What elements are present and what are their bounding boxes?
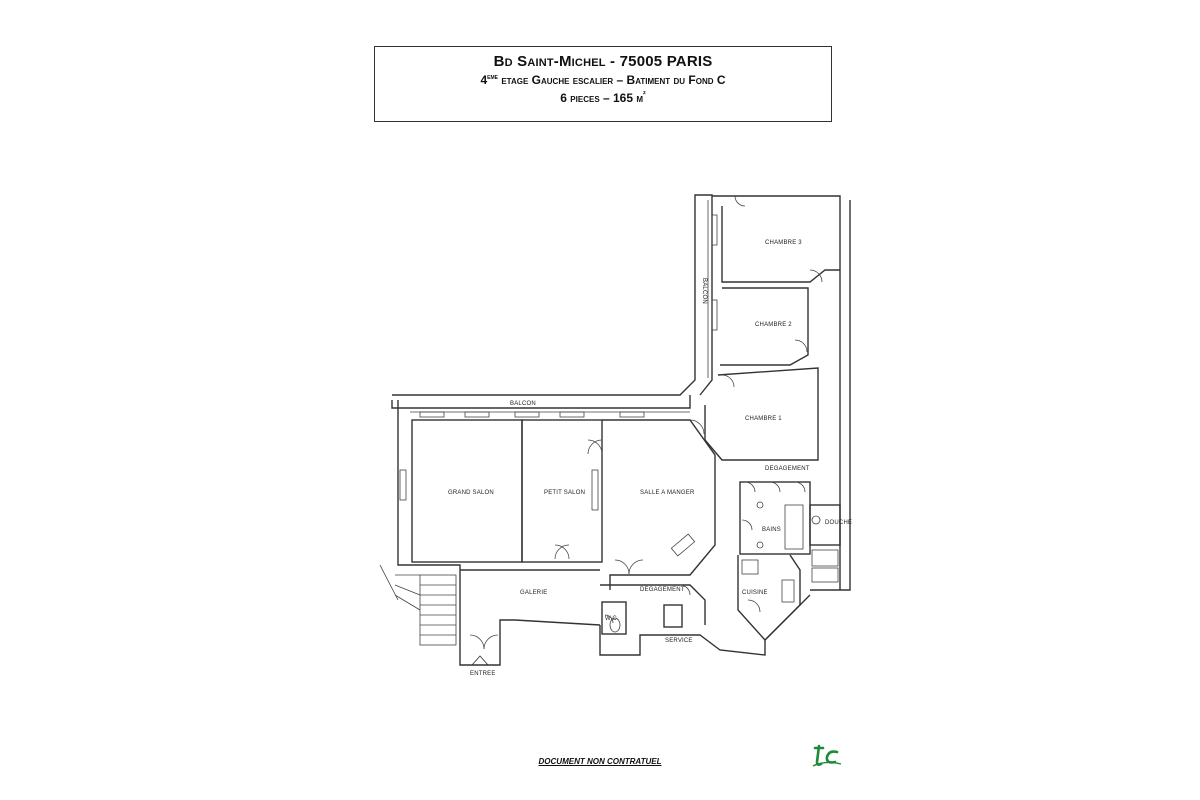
floor-description: etage Gauche escalier – Batiment du Fond… — [498, 73, 726, 87]
area-unit-sup: ² — [643, 90, 646, 99]
disclaimer-text: DOCUMENT NON CONTRATUEL — [538, 757, 662, 766]
label-chambre-3: CHAMBRE 3 — [765, 240, 802, 246]
label-entree: ENTREE — [470, 671, 496, 677]
rooms-area-line: 6 pieces – 165 m² — [375, 90, 831, 105]
address-title: Bd Saint-Michel - 75005 PARIS — [493, 53, 713, 70]
label-douche: DOUCHE — [825, 520, 852, 526]
floor-suffix: eme — [487, 74, 499, 81]
interior-walls — [379, 206, 841, 646]
balcony-windows — [399, 214, 718, 511]
label-petit-salon: PETIT SALON — [544, 490, 585, 496]
staircase — [379, 564, 457, 646]
floor-number: 4 — [480, 73, 488, 87]
label-bains: BAINS — [762, 527, 781, 533]
label-service: SERVICE — [665, 638, 693, 644]
label-galerie: GALERIE — [520, 590, 547, 596]
label-degagement-top: DEGAGEMENT — [765, 466, 810, 472]
rooms-area: 6 pieces – 165 m — [560, 91, 644, 105]
tc-logo-icon — [812, 744, 842, 767]
label-salle-a-manger: SALLE A MANGER — [640, 490, 695, 496]
outer-walls — [391, 194, 851, 666]
door-swings — [469, 195, 823, 650]
label-balcon-side: BALCON — [701, 278, 707, 304]
fixtures — [609, 501, 821, 633]
label-chambre-2: CHAMBRE 2 — [755, 322, 792, 328]
label-grand-salon: GRAND SALON — [448, 490, 494, 496]
floor-line: 4eme etage Gauche escalier – Batiment du… — [375, 73, 831, 87]
label-cuisine: CUISINE — [742, 590, 768, 596]
label-balcon-top: BALCON — [510, 401, 536, 407]
label-wc: W.C. — [605, 616, 619, 622]
label-degagement-mid: DEGAGEMENT — [640, 587, 685, 593]
label-chambre-1: CHAMBRE 1 — [745, 416, 782, 422]
title-box: Bd Saint-Michel - 75005 PARIS 4eme etage… — [374, 46, 832, 122]
entrance-arrow-icon — [471, 655, 489, 666]
